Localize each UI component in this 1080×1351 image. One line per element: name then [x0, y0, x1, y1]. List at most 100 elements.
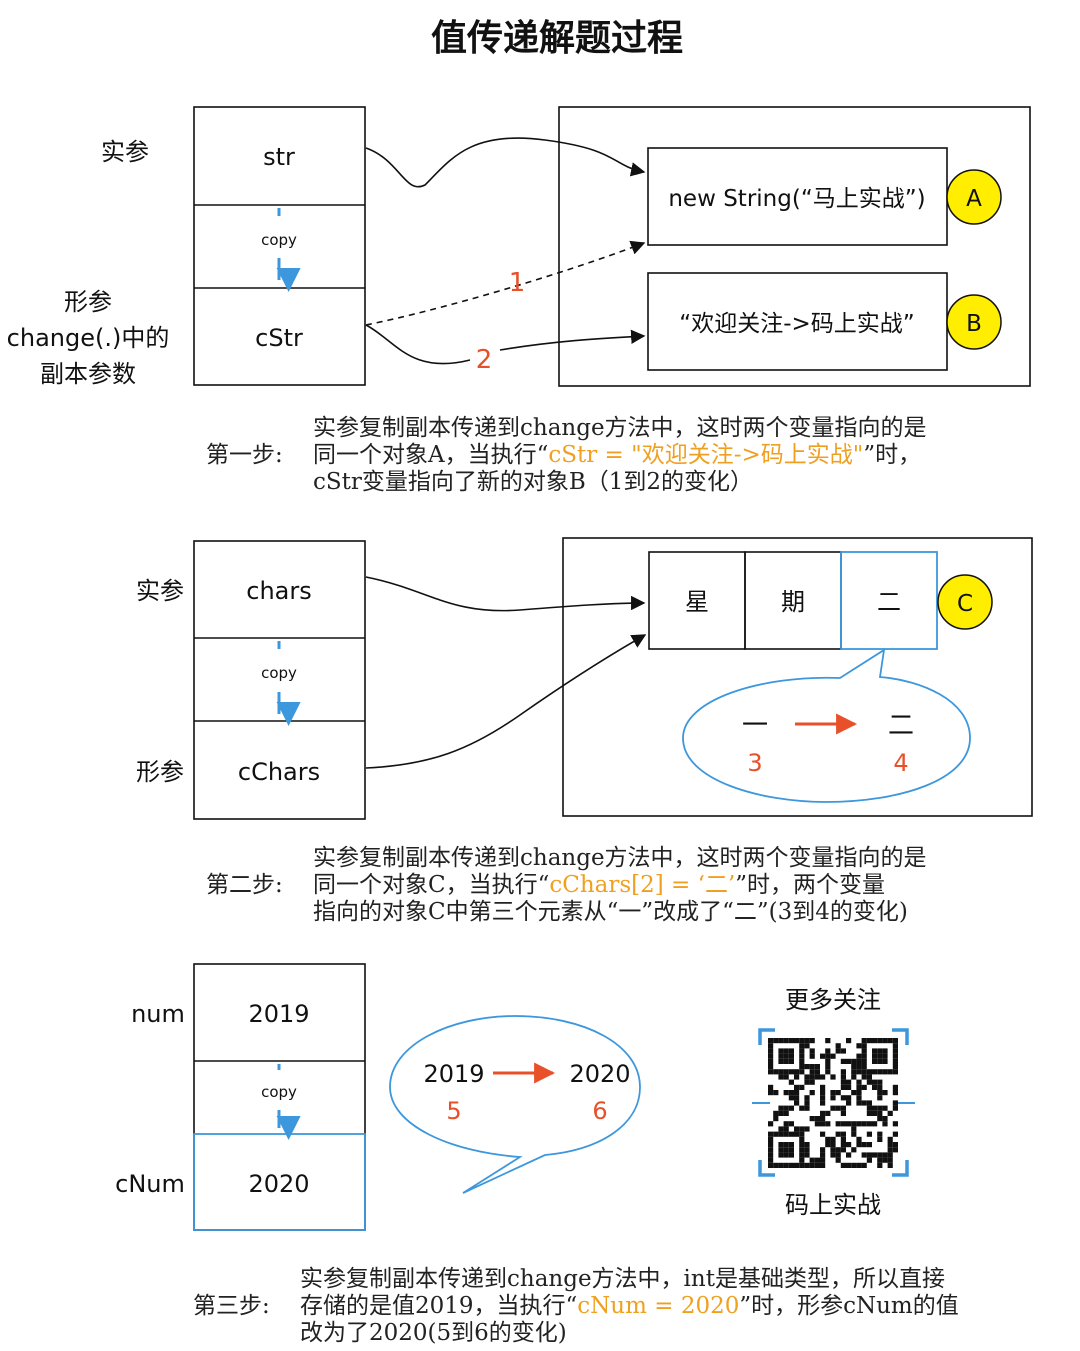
qr-module [830, 1074, 836, 1080]
qr-module [851, 1121, 857, 1127]
qr-module [825, 1136, 831, 1142]
desc-line-2: 存储的是值2019，当执行“cNum = 2020”时，形参cNum的值 [300, 1293, 959, 1319]
qr-module [856, 1058, 862, 1064]
badge-c-label: C [957, 591, 973, 617]
code-highlight: cStr = "欢迎关注->码上实战" [548, 442, 864, 468]
qr-module [882, 1152, 888, 1158]
qr-module [887, 1162, 893, 1168]
qr-module [840, 1095, 846, 1101]
qr-module [840, 1136, 846, 1142]
qr-module [788, 1131, 794, 1137]
qr-module [887, 1147, 893, 1153]
qr-module [877, 1136, 883, 1142]
qr-module [846, 1079, 852, 1085]
qr-module [856, 1121, 862, 1127]
qr-module [799, 1152, 805, 1158]
qr-module [851, 1126, 857, 1132]
qr-module [835, 1105, 841, 1111]
qr-module [882, 1157, 888, 1163]
qr-module [866, 1110, 872, 1116]
qr-module [809, 1038, 815, 1044]
qr-module [877, 1053, 883, 1059]
qr-module [773, 1090, 779, 1096]
qr-module [830, 1090, 836, 1096]
qr-module [778, 1147, 784, 1153]
qr-module [799, 1069, 805, 1075]
step-2-label: 第二步: [206, 872, 283, 898]
qr-module [861, 1074, 867, 1080]
qr-module [788, 1152, 794, 1158]
qr-module [768, 1162, 774, 1168]
copy-label: copy [261, 1083, 297, 1101]
qr-module [768, 1090, 774, 1096]
qr-module [840, 1079, 846, 1085]
qr-module [856, 1084, 862, 1090]
qr-module [794, 1069, 800, 1075]
qr-module [892, 1048, 898, 1054]
step-6-marker: 6 [592, 1097, 607, 1125]
qr-module [856, 1100, 862, 1106]
desc-line-1: 实参复制副本传递到change方法中，这时两个变量指向的是 [313, 845, 927, 871]
qr-module [778, 1126, 784, 1132]
qr-module [892, 1105, 898, 1111]
qr-module [851, 1074, 857, 1080]
qr-module [809, 1064, 815, 1070]
qr-module [846, 1038, 852, 1044]
qr-module [877, 1084, 883, 1090]
qr-module [892, 1121, 898, 1127]
qr-module [872, 1121, 878, 1127]
qr-module [783, 1090, 789, 1096]
step-1-label: 第一步: [206, 442, 283, 468]
qr-module [861, 1064, 867, 1070]
object-b-text: “欢迎关注->码上实战” [679, 311, 914, 337]
qr-module [778, 1142, 784, 1148]
qr-module [872, 1069, 878, 1075]
qr-module [856, 1079, 862, 1085]
qr-module [783, 1038, 789, 1044]
array-value-0: 星 [685, 588, 709, 616]
qr-module [799, 1126, 805, 1132]
qr-module [835, 1157, 841, 1163]
qr-module [773, 1162, 779, 1168]
qr-module [773, 1069, 779, 1075]
qr-module [788, 1162, 794, 1168]
qr-module [799, 1147, 805, 1153]
step-3-marker: 3 [747, 749, 762, 777]
qr-module [892, 1069, 898, 1075]
qr-module [820, 1074, 826, 1080]
qr-module [882, 1058, 888, 1064]
qr-module [783, 1074, 789, 1080]
cstr-cell: cStr [255, 324, 303, 352]
qr-module [882, 1053, 888, 1059]
qr-module [783, 1162, 789, 1168]
qr-module [809, 1116, 815, 1122]
qr-module [773, 1038, 779, 1044]
qr-module [830, 1147, 836, 1153]
desc-line-3: 指向的对象C中第三个元素从“一”改成了“二”(3到4的变化) [313, 899, 908, 925]
qr-module [866, 1131, 872, 1137]
qr-module [830, 1105, 836, 1111]
qr-module [799, 1157, 805, 1163]
qr-module [877, 1058, 883, 1064]
qr-module [840, 1105, 846, 1111]
qr-module [768, 1121, 774, 1127]
qr-module [861, 1048, 867, 1054]
qr-module [851, 1064, 857, 1070]
qr-module [788, 1048, 794, 1054]
qr-module [804, 1074, 810, 1080]
qr-module [861, 1152, 867, 1158]
qr-module [804, 1095, 810, 1101]
qr-module [846, 1162, 852, 1168]
formal-param-label-line1: 形参 [64, 288, 112, 316]
qr-module [773, 1131, 779, 1137]
desc-line-3: 改为了2020(5到6的变化) [300, 1320, 567, 1346]
qr-module [804, 1100, 810, 1106]
qr-module [856, 1162, 862, 1168]
qr-module [861, 1121, 867, 1127]
bubble-to-char: 二 [888, 711, 914, 741]
qr-module [788, 1038, 794, 1044]
qr-module [872, 1058, 878, 1064]
qr-module [778, 1110, 784, 1116]
qr-module [804, 1038, 810, 1044]
qr-module [820, 1157, 826, 1163]
